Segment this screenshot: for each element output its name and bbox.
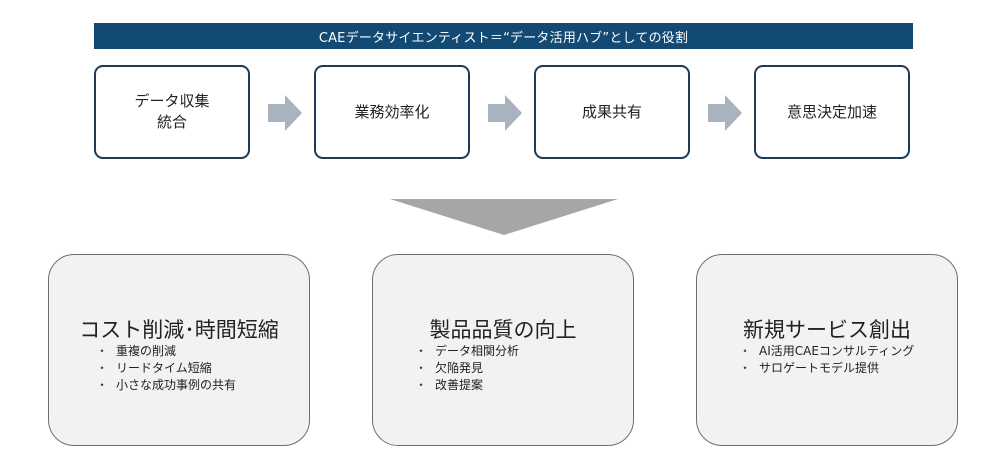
down-triangle-icon xyxy=(390,199,618,235)
outcome-bullet-list: AI活用CAEコンサルティング サロゲートモデル提供 xyxy=(739,343,914,377)
outcome-bullet: 重複の削減 xyxy=(96,343,236,360)
arrow-right-icon xyxy=(488,95,522,131)
banner-title: CAEデータサイエンティスト＝“データ活用ハブ”としての役割 xyxy=(94,23,913,49)
arrow-right-icon xyxy=(708,95,742,131)
step-efficiency: 業務効率化 xyxy=(314,65,470,159)
arrow-right-icon xyxy=(268,95,302,131)
outcome-title: コスト削減･時間短縮 xyxy=(79,318,279,342)
outcome-title: 製品品質の向上 xyxy=(429,318,577,342)
outcome-bullet: 小さな成功事例の共有 xyxy=(96,377,236,394)
outcome-card-quality: 製品品質の向上 データ相関分析 欠陥発見 改善提案 xyxy=(372,254,634,446)
outcome-bullet: リードタイム短縮 xyxy=(96,360,236,377)
step-decision-speed: 意思決定加速 xyxy=(754,65,910,159)
outcome-title: 新規サービス創出 xyxy=(743,318,911,342)
outcome-bullet: 欠陥発見 xyxy=(415,360,519,377)
outcome-bullet-list: 重複の削減 リードタイム短縮 小さな成功事例の共有 xyxy=(96,343,236,394)
outcome-bullet: AI活用CAEコンサルティング xyxy=(739,343,914,360)
outcome-bullet: データ相関分析 xyxy=(415,343,519,360)
outcome-bullet: 改善提案 xyxy=(415,377,519,394)
outcome-bullet: サロゲートモデル提供 xyxy=(739,360,914,377)
outcome-card-new-service: 新規サービス創出 AI活用CAEコンサルティング サロゲートモデル提供 xyxy=(696,254,958,446)
step-data-collection: データ収集 統合 xyxy=(94,65,250,159)
outcome-bullet-list: データ相関分析 欠陥発見 改善提案 xyxy=(415,343,519,394)
step-result-sharing: 成果共有 xyxy=(534,65,690,159)
outcome-card-cost: コスト削減･時間短縮 重複の削減 リードタイム短縮 小さな成功事例の共有 xyxy=(48,254,310,446)
